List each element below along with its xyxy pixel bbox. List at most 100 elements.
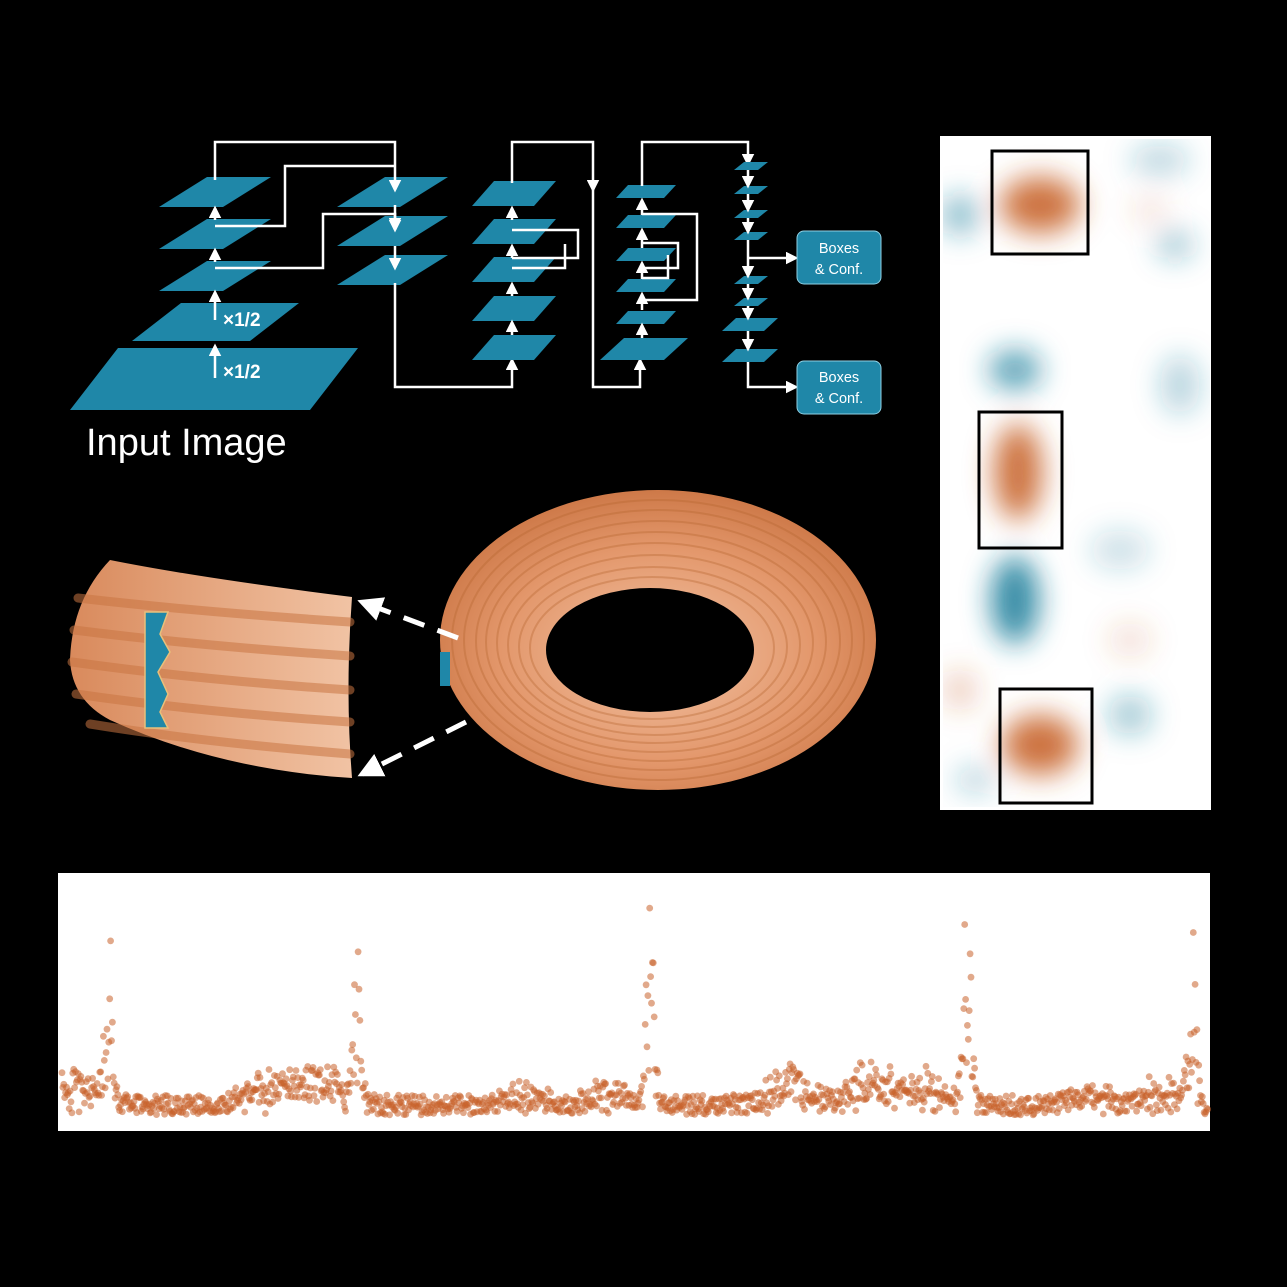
signal-point <box>846 1088 853 1095</box>
signal-point <box>1155 1083 1163 1091</box>
signal-point <box>1089 1082 1096 1089</box>
input-level-2 <box>132 303 299 341</box>
signal-point <box>568 1109 576 1117</box>
head-level-2 <box>734 186 768 194</box>
signal-point <box>356 1017 364 1024</box>
input-level-4 <box>159 219 271 249</box>
signal-point <box>349 1041 357 1048</box>
signal-point <box>100 1032 107 1040</box>
signal-point <box>872 1065 879 1073</box>
signal-point <box>217 1107 225 1115</box>
signal-point <box>967 973 975 981</box>
signal-point <box>973 1087 980 1094</box>
signal-point <box>342 1107 349 1115</box>
signal-point <box>579 1090 587 1097</box>
network-diagram: ×1/2 ×1/2 Input Image <box>70 140 882 464</box>
signal-point <box>541 1092 548 1100</box>
head-level-8 <box>722 349 778 362</box>
signal-point <box>635 1096 643 1104</box>
signal-point <box>896 1093 904 1101</box>
refine-column <box>472 140 647 389</box>
detection-box-1 <box>990 149 1090 256</box>
detection-heatmap <box>940 136 1211 810</box>
signal-point <box>817 1083 825 1091</box>
head-column <box>722 162 799 394</box>
signal-point <box>874 1085 882 1093</box>
signal-point <box>1181 1071 1189 1079</box>
signal-point <box>1196 1077 1203 1085</box>
signal-point <box>801 1106 808 1113</box>
signal-point <box>621 1081 628 1089</box>
signal-point <box>645 1067 653 1074</box>
signal-point <box>394 1109 402 1117</box>
signal-point <box>182 1110 190 1118</box>
signal-point <box>71 1084 78 1091</box>
signal-point <box>1078 1102 1086 1110</box>
signal-point <box>101 1084 109 1092</box>
signal-point <box>815 1096 823 1103</box>
signal-point <box>926 1085 933 1092</box>
signal-point <box>87 1102 95 1110</box>
signal-point <box>916 1074 924 1082</box>
signal-point <box>1189 929 1197 936</box>
signal-point <box>1146 1103 1154 1111</box>
signal-point <box>299 1076 307 1084</box>
signal-point <box>866 1091 874 1098</box>
signal-point <box>271 1084 279 1092</box>
signal-point <box>1198 1093 1206 1101</box>
signal-point <box>282 1075 290 1083</box>
signal-point <box>774 1085 781 1092</box>
signal-point <box>416 1100 424 1108</box>
signal-point <box>279 1070 286 1078</box>
signal-point <box>839 1089 847 1096</box>
signal-point <box>286 1066 294 1074</box>
signal-point <box>75 1108 83 1116</box>
signal-point <box>961 921 969 928</box>
signal-point <box>1046 1092 1054 1099</box>
signal-point <box>955 1070 963 1078</box>
unrolled-ribbon <box>67 560 468 778</box>
signal-point <box>775 1072 783 1080</box>
signal-point <box>931 1108 939 1115</box>
head-level-5 <box>734 276 768 284</box>
signal-point <box>306 1096 313 1104</box>
signal-point <box>232 1084 240 1092</box>
signal-point <box>1167 1108 1175 1116</box>
torus-illustration <box>440 490 876 790</box>
signal-point <box>86 1092 94 1100</box>
signal-point <box>792 1096 799 1104</box>
heatmap-blobs <box>943 145 1200 794</box>
signal-point <box>575 1097 582 1105</box>
signal-point <box>1157 1106 1165 1114</box>
signal-point <box>89 1074 96 1082</box>
input-level-3 <box>159 261 271 291</box>
signal-point <box>743 1109 751 1117</box>
signal-point <box>108 1037 115 1045</box>
signal-point <box>704 1108 712 1116</box>
signal-point <box>907 1086 915 1094</box>
signal-point <box>1053 1098 1060 1106</box>
signal-point <box>859 1084 867 1092</box>
signal-point <box>617 1089 625 1097</box>
signal-point <box>241 1108 249 1116</box>
signal-point <box>316 1071 323 1079</box>
signal-point <box>1145 1073 1153 1081</box>
signal-point <box>965 1007 973 1014</box>
input-level-5 <box>159 177 271 207</box>
signal-point <box>829 1088 836 1096</box>
signal-point <box>167 1095 175 1102</box>
output-head-top-line2: & Conf. <box>815 262 863 278</box>
signal-point <box>460 1109 467 1117</box>
signal-point <box>309 1064 317 1071</box>
head-level-6 <box>734 298 768 306</box>
signal-point <box>358 1066 366 1074</box>
signal-point <box>771 1092 779 1100</box>
signal-point <box>103 1025 111 1033</box>
signal-point <box>521 1084 528 1092</box>
signal-point <box>244 1083 252 1090</box>
signal-point <box>720 1108 727 1115</box>
signal-point <box>956 1094 964 1101</box>
signal-point <box>124 1093 132 1101</box>
signal-point <box>768 1102 776 1110</box>
